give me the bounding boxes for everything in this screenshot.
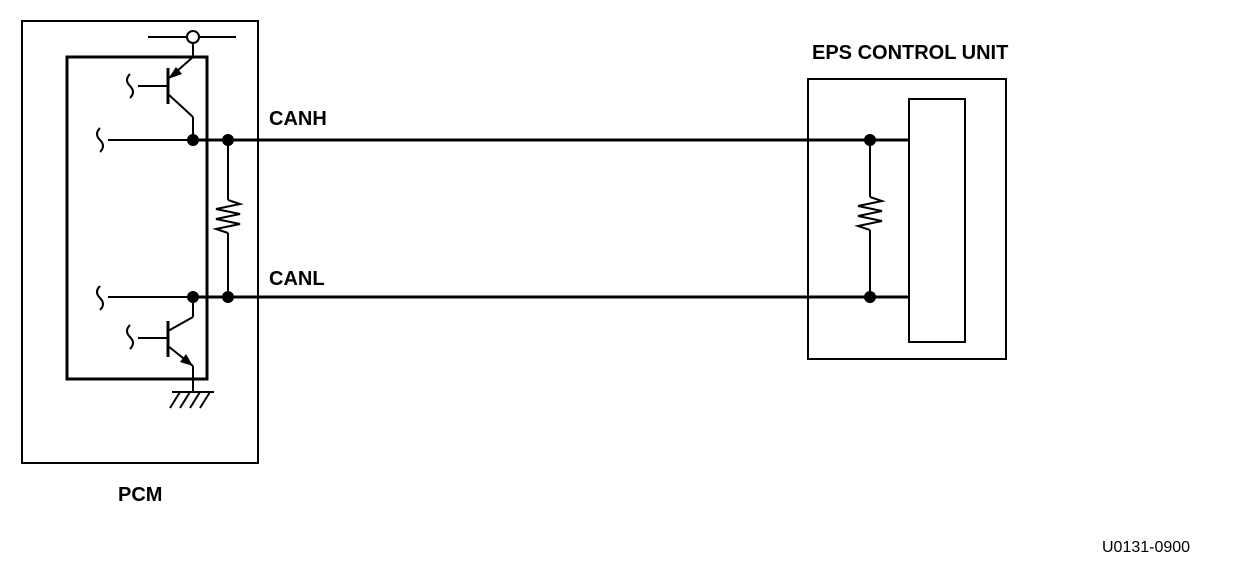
canh-input-signal-icon [96, 127, 193, 153]
pcm-outer-box [21, 20, 259, 464]
pcm-module [21, 20, 259, 464]
pcm-label: PCM [118, 484, 162, 506]
upper-transistor-icon [126, 56, 194, 138]
junction-dot [187, 291, 199, 303]
junction-dot [222, 134, 234, 146]
junction-dot [222, 291, 234, 303]
power-terminal-icon [148, 30, 236, 57]
figure-code: U0131-0900 [1102, 539, 1190, 556]
can-bus-lines [187, 134, 910, 303]
ground-icon [169, 391, 214, 409]
eps-termination-resistor-icon [854, 140, 886, 297]
canl-input-signal-icon [96, 285, 193, 311]
eps-controller-block [908, 98, 966, 343]
canl-label: CANL [269, 268, 325, 290]
eps-control-unit-module [807, 78, 1007, 360]
pcm-inner-circuit-box [65, 55, 209, 381]
junction-dot [187, 134, 199, 146]
eps-outer-box [807, 78, 1007, 360]
eps-control-unit-label: EPS CONTROL UNIT [812, 42, 1008, 64]
canh-label: CANH [269, 108, 327, 130]
pcm-termination-resistor-icon [212, 140, 244, 297]
